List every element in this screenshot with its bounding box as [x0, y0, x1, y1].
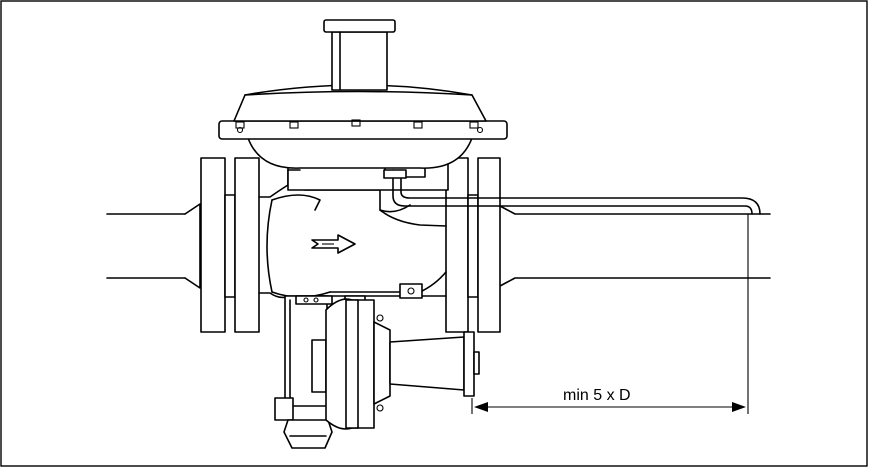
- inlet-pipe: [106, 203, 201, 289]
- outlet-flange-outer: [477, 157, 501, 333]
- inlet-flange-gasket: [224, 194, 236, 298]
- inlet-flange-outer: [200, 157, 226, 333]
- dimension-label: min 5 x D: [563, 387, 631, 404]
- outlet-flange-inner: [445, 157, 469, 333]
- dimension-annotation: min 5 x D: [471, 214, 749, 414]
- valve-body: [258, 169, 447, 299]
- spring-cap: [323, 19, 396, 91]
- reset-lever-arm: [389, 331, 480, 397]
- outlet-pipe: [499, 205, 771, 287]
- outlet-flange-gasket: [467, 194, 479, 298]
- dimension-arrow-left: [474, 402, 488, 412]
- inlet-flange-inner: [234, 157, 260, 333]
- flow-direction-arrow: [311, 234, 356, 254]
- flange-bolts: [235, 119, 484, 134]
- diaphragm-housing: [218, 84, 508, 169]
- impulse-sensing-line: [383, 169, 761, 215]
- shutoff-actuator-housing: [311, 298, 391, 430]
- dimension-arrow-right: [732, 402, 746, 412]
